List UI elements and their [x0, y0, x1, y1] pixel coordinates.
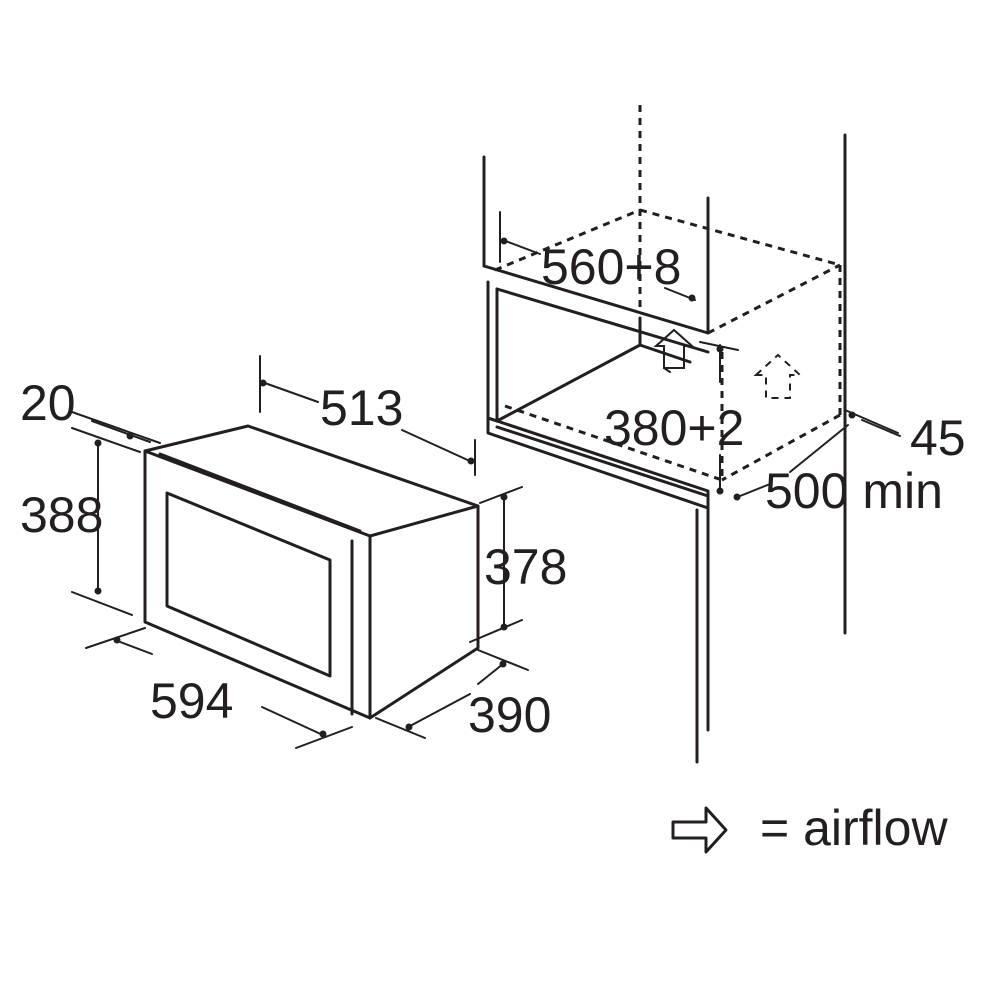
label-513: 513 [320, 380, 403, 436]
label-45: 45 [910, 410, 966, 466]
legend-text: = airflow [760, 800, 948, 856]
cabinet-dimension-lines [499, 211, 901, 501]
label-594: 594 [150, 673, 233, 729]
niche-airflow-arrows [653, 328, 803, 399]
label-20: 20 [20, 375, 76, 431]
legend: = airflow [671, 800, 948, 856]
label-380-2: 380+2 [604, 400, 744, 456]
label-388: 388 [20, 487, 103, 543]
airflow-arrow-icon [671, 806, 728, 854]
niche-outline [494, 105, 842, 482]
label-390: 390 [468, 687, 551, 743]
oven-drawing [143, 424, 480, 720]
label-560-8: 560+8 [541, 239, 681, 295]
cabinet-drawing [482, 133, 847, 764]
oven-dimension-lines [71, 355, 529, 749]
label-378: 378 [484, 539, 567, 595]
label-500-min: 500 min [765, 463, 943, 519]
